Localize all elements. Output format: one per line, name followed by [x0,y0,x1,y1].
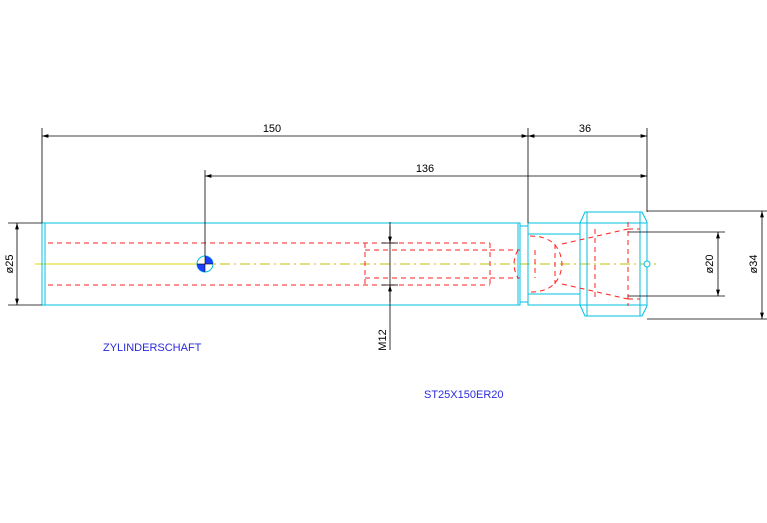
dim-total-length-text: 150 [263,123,281,135]
dim-center-length-text: 136 [416,163,434,175]
dimension-total-length: 150 [41,123,529,223]
dim-thread-text: M12 [377,329,389,350]
dimension-head-diameter: ø34 [647,210,767,320]
dim-nose-diameter-text: ø20 [704,255,716,274]
hidden-bore-lines [48,222,640,306]
dimension-nose-diameter: ø20 [628,231,725,297]
dimension-head-length: 36 [528,123,648,212]
dim-head-diameter-text: ø34 [748,255,760,274]
dimension-center-length: 136 [204,163,647,256]
center-of-gravity-symbol [196,255,214,273]
head-outline [579,211,648,317]
part-number-label: ST25X150ER20 [424,389,504,401]
dim-head-length-text: 36 [579,123,591,135]
dimension-thread: M12 [377,222,398,351]
dimension-shaft-diameter: ø25 [4,222,42,306]
nose-point [643,260,651,268]
dim-shaft-diameter-text: ø25 [4,255,16,274]
part-type-label: ZYLINDERSCHAFT [103,342,202,354]
